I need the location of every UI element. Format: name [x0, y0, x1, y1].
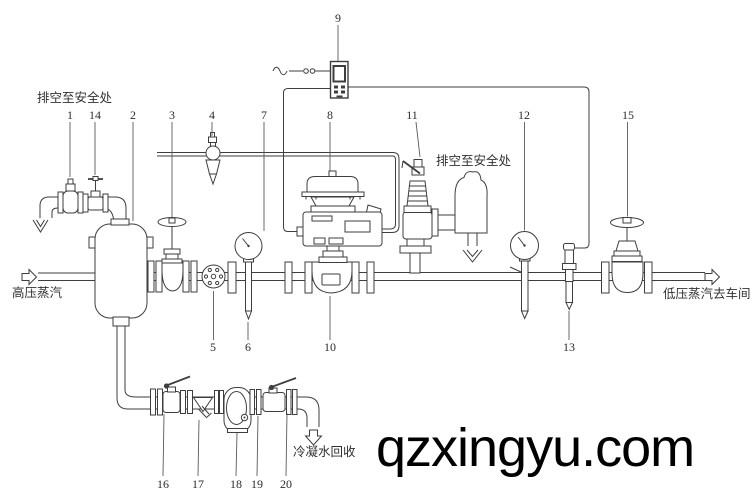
power-squiggle-icon — [272, 66, 288, 76]
part-number-5: 5 — [210, 340, 216, 354]
stop-valve-3 — [147, 217, 198, 293]
part-number-10: 10 — [324, 340, 336, 354]
part-number-14: 14 — [89, 108, 101, 122]
stop-valve-15 — [601, 217, 653, 294]
part-number-13: 13 — [563, 340, 575, 354]
pressure-controller — [329, 60, 349, 99]
stop-valve-14 — [82, 176, 109, 213]
part-number-9: 9 — [335, 11, 341, 25]
part-number-4: 4 — [209, 108, 215, 122]
air-supply-line — [157, 152, 400, 233]
pressure-gauge-6 — [234, 232, 263, 321]
vent-elbow — [454, 171, 488, 234]
actuator-dome — [306, 176, 359, 193]
part-number-12: 12 — [518, 108, 530, 122]
part-number-16: 16 — [157, 477, 169, 491]
part-number-6: 6 — [245, 340, 251, 354]
controller-screen — [332, 65, 346, 83]
outlet-arrow-icon — [704, 268, 721, 286]
vent-to-safe-place-label-left: 排空至安全处 — [37, 90, 113, 105]
vent-to-safe-place-label-mid: 排空至安全处 — [436, 153, 512, 168]
part-number-2: 2 — [130, 108, 136, 122]
part-number-11: 11 — [406, 108, 418, 122]
ball-valve-16 — [150, 375, 193, 416]
part-number-7: 7 — [261, 108, 267, 122]
actuator-flange — [301, 191, 365, 197]
part-number-19: 19 — [251, 477, 263, 491]
spring-safety-valve — [399, 159, 488, 274]
part-number-20: 20 — [280, 477, 292, 491]
part-leader-lines — [69, 25, 628, 477]
pressure-transmitter — [562, 243, 577, 311]
vent-symbol-mid — [462, 233, 483, 263]
condensate-arrow-icon — [304, 429, 323, 446]
part-number-8: 8 — [327, 108, 333, 122]
control-valve-assembly — [284, 170, 383, 294]
safety-valve-lever — [402, 160, 421, 175]
safety-valve-small — [57, 178, 84, 214]
air-filter-regulator — [205, 132, 221, 186]
controller-signal-lines — [272, 66, 590, 249]
steam-water-separator — [88, 218, 154, 327]
steam-trap-18 — [223, 387, 252, 433]
labels: 1 14 2 3 4 7 8 9 11 12 15 5 6 10 13 16 1… — [12, 11, 751, 491]
condensate-pipe — [116, 326, 320, 427]
y-strainer-17 — [192, 390, 224, 419]
part-number-1: 1 — [67, 108, 73, 122]
part-number-15: 15 — [622, 108, 634, 122]
inlet-arrow-icon — [21, 268, 38, 286]
low-pressure-steam-label: 低压蒸汽去车间 — [663, 286, 751, 301]
watermark: qzxingyu.com — [376, 418, 694, 478]
part-number-18: 18 — [230, 477, 242, 491]
vent-symbol-left — [32, 219, 49, 233]
part-number-3: 3 — [169, 108, 175, 122]
pressure-gauge-12 — [509, 231, 539, 320]
high-pressure-steam-label: 高压蒸汽 — [12, 285, 63, 300]
ball-valve-20 — [262, 377, 298, 415]
pipeline-strainer — [201, 261, 237, 294]
part-number-17: 17 — [192, 477, 204, 491]
condensate-recovery-label: 冷凝水回收 — [293, 444, 356, 459]
check-valve-19 — [249, 389, 262, 415]
